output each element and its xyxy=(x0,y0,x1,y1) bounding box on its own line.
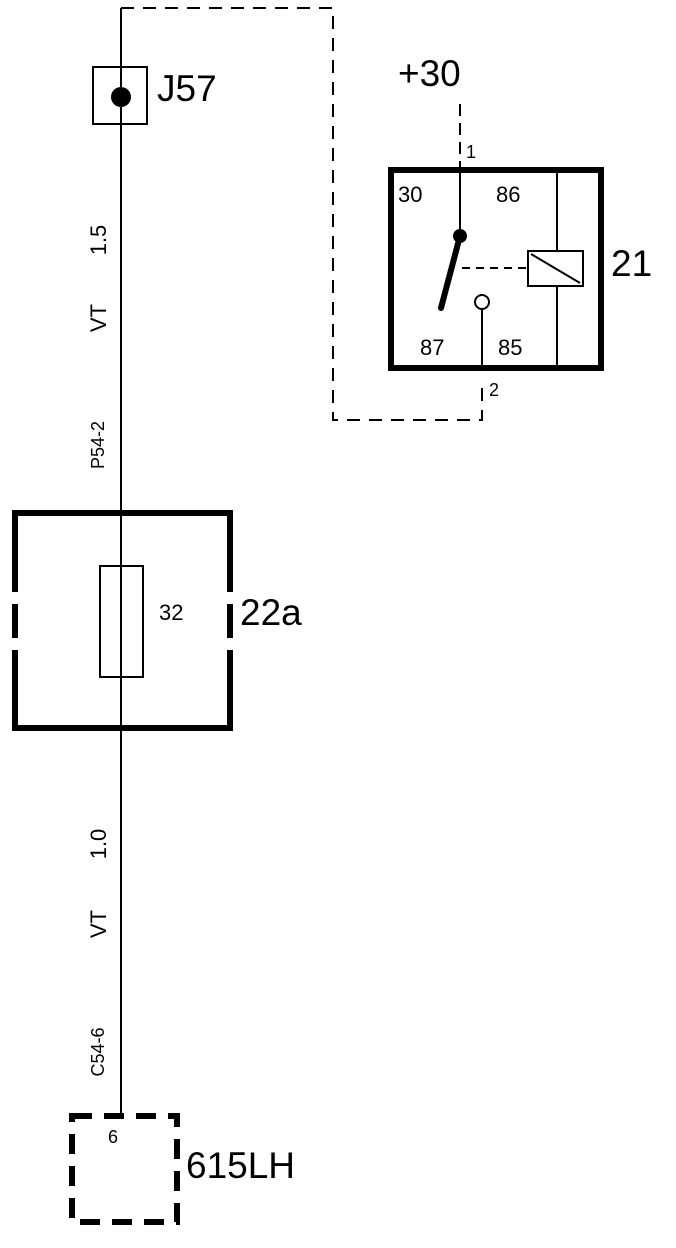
fuse-box-left-lower xyxy=(12,650,233,731)
fuse-element xyxy=(99,565,144,678)
component-box xyxy=(69,1113,180,1225)
relay-contact-87 xyxy=(474,294,490,310)
relay-terminal-86: 86 xyxy=(496,182,520,207)
lower-wire-connector: C54-6 xyxy=(88,1027,108,1076)
relay-box xyxy=(388,167,604,371)
component-label: 615LH xyxy=(186,1145,295,1186)
relay-terminal-85: 85 xyxy=(498,335,522,360)
component-pin: 6 xyxy=(108,1127,118,1147)
lower-wire-gauge: 1.0 xyxy=(86,829,111,860)
fuse-box-left-upper xyxy=(12,510,233,592)
dashed-control-link xyxy=(121,7,483,421)
relay-pin-1: 1 xyxy=(466,142,476,162)
splice-label: J57 xyxy=(157,68,217,109)
relay-terminal-87: 87 xyxy=(420,335,444,360)
lower-wire-color: VT xyxy=(86,910,111,938)
relay-switch-arm xyxy=(438,233,463,311)
upper-wire-color: VT xyxy=(86,304,111,332)
relay-supply-label: +30 xyxy=(398,53,461,94)
fuse-number: 32 xyxy=(159,600,183,625)
relay-pin-2: 2 xyxy=(489,380,499,400)
upper-wire-gauge: 1.5 xyxy=(86,225,111,256)
relay-terminal-30: 30 xyxy=(398,182,422,207)
fuse-box-label: 22a xyxy=(240,592,302,633)
upper-wire-connector: P54-2 xyxy=(88,421,108,469)
relay-label: 21 xyxy=(611,243,652,284)
relay-coil-diagonal xyxy=(530,253,581,284)
